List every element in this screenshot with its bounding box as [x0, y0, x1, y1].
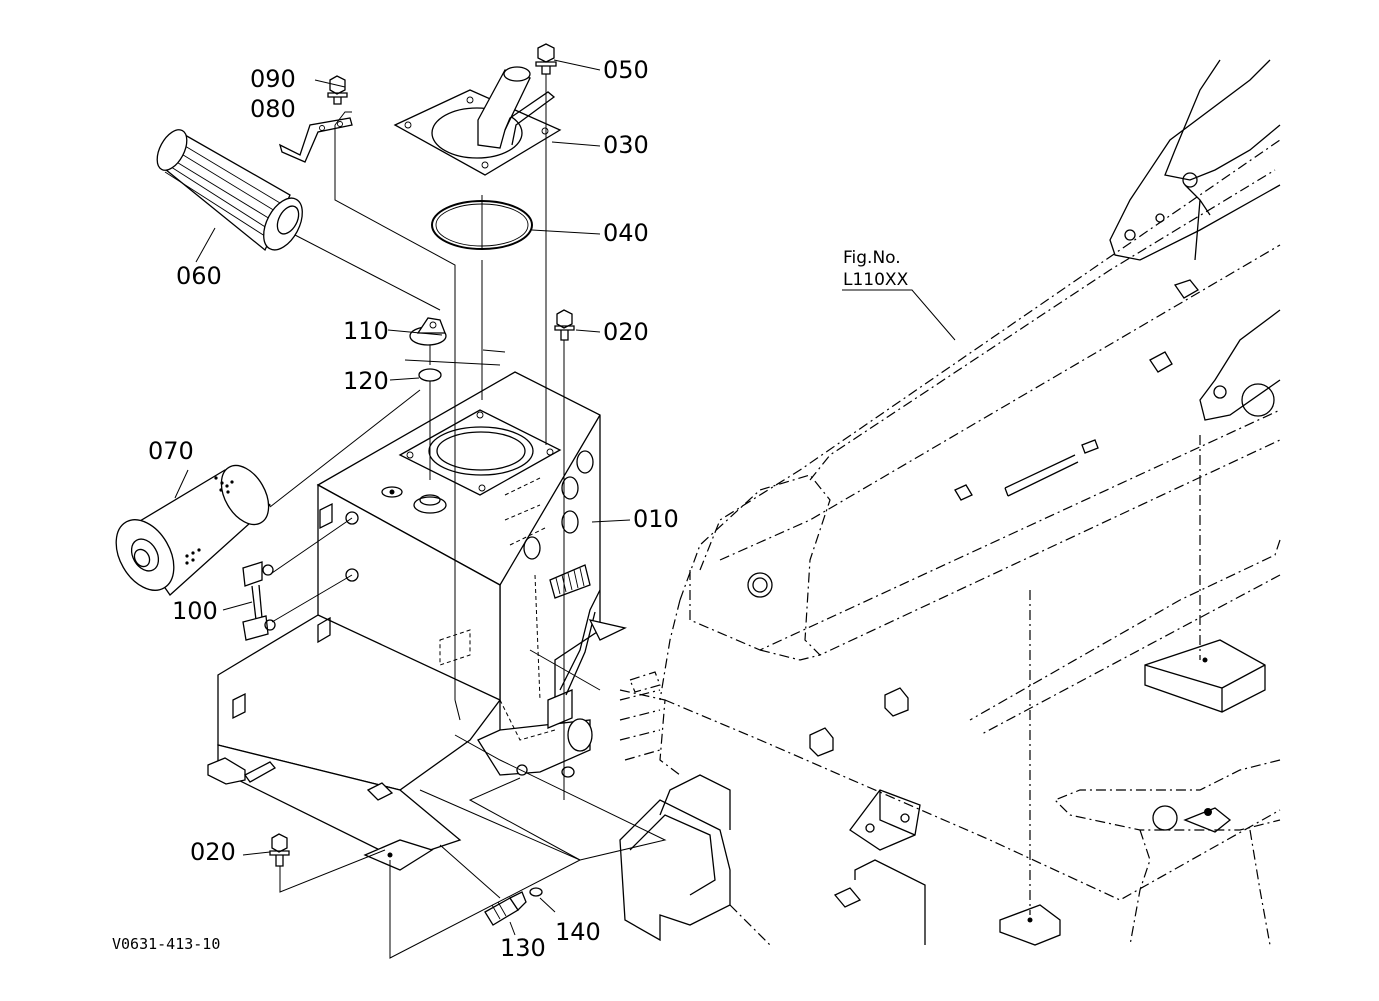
label-120[interactable]: 120 [343, 367, 389, 395]
label-020-lower[interactable]: 020 [190, 838, 236, 866]
fig-no-label: Fig.No. [843, 248, 901, 268]
return-filter-070[interactable] [104, 457, 278, 600]
figure-reference: Fig.No. L110XX [843, 248, 909, 290]
bolt-050[interactable] [535, 43, 557, 75]
suction-filter-060[interactable] [151, 125, 310, 256]
machine-frame [619, 59, 1281, 946]
label-070[interactable]: 070 [148, 437, 194, 465]
level-gauge-100[interactable] [242, 561, 276, 641]
hydraulic-tank-010[interactable] [207, 371, 627, 871]
label-090[interactable]: 090 [250, 65, 296, 93]
sensor-130[interactable] [484, 891, 527, 926]
label-130[interactable]: 130 [500, 934, 546, 962]
bolt-090[interactable] [327, 75, 348, 105]
label-110[interactable]: 110 [343, 317, 389, 345]
label-100[interactable]: 100 [172, 597, 218, 625]
drawing-code: V0631-413-10 [112, 935, 220, 953]
label-020-upper[interactable]: 020 [603, 318, 649, 346]
fig-no-value[interactable]: L110XX [843, 270, 909, 290]
seal-120[interactable] [418, 368, 442, 382]
bolt-020-upper[interactable] [554, 309, 575, 341]
seal-140[interactable] [529, 887, 543, 897]
filler-cap-110[interactable] [409, 317, 447, 346]
label-060[interactable]: 060 [176, 262, 222, 290]
label-040[interactable]: 040 [603, 219, 649, 247]
label-030[interactable]: 030 [603, 131, 649, 159]
label-140[interactable]: 140 [555, 918, 601, 946]
bracket-080[interactable] [278, 117, 353, 163]
label-050[interactable]: 050 [603, 56, 649, 84]
label-080[interactable]: 080 [250, 95, 296, 123]
label-010[interactable]: 010 [633, 505, 679, 533]
cover-plate-030[interactable] [393, 66, 562, 176]
leader-lines [174, 59, 667, 959]
bolt-020-lower[interactable] [269, 833, 290, 867]
part-labels: 050 030 040 020 010 090 080 060 110 120 … [148, 56, 679, 962]
